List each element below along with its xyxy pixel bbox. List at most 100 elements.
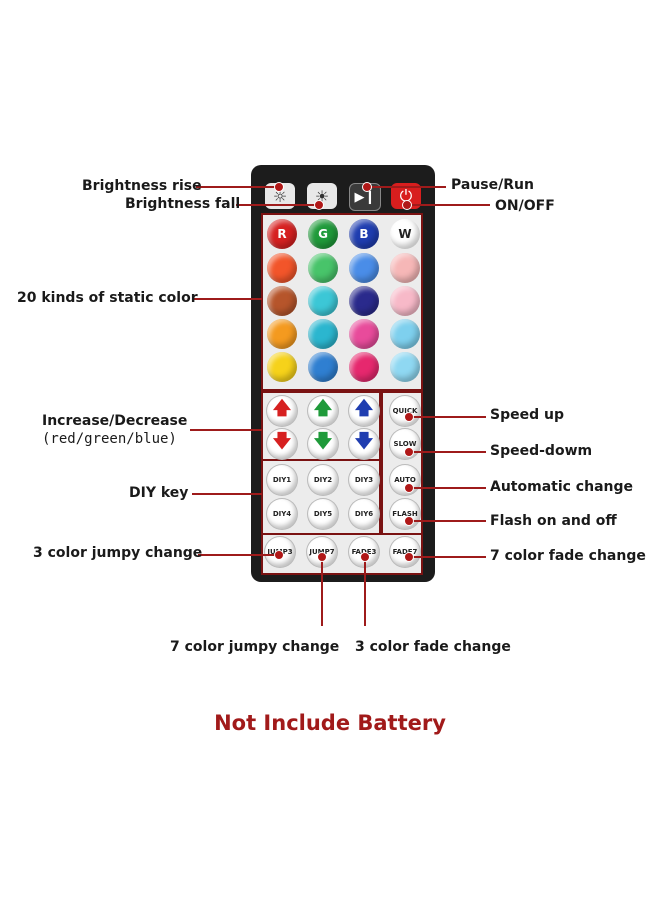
callout-dot — [404, 412, 414, 422]
color-button[interactable] — [267, 286, 297, 316]
rgb-label: (red/green/blue) — [42, 431, 177, 447]
callout-line — [196, 186, 278, 188]
red-up-button[interactable]: 🡅 — [267, 396, 297, 426]
arrow-up-icon: 🡅 — [354, 398, 374, 419]
callout-line — [198, 554, 278, 556]
diy2-label: DIY2 — [313, 476, 333, 484]
blue-button[interactable]: B — [349, 219, 379, 249]
red-down-button[interactable]: 🡇 — [267, 429, 297, 459]
flash-label: FLASH — [392, 510, 418, 518]
green-down-button[interactable]: 🡇 — [308, 429, 338, 459]
callout-dot — [404, 552, 414, 562]
color-button[interactable] — [390, 352, 420, 382]
auto-label: AUTO — [394, 476, 416, 484]
callout-dot — [360, 552, 370, 562]
diy-key-label: DIY key — [129, 485, 189, 501]
color-button[interactable] — [390, 319, 420, 349]
callout-dot — [274, 182, 284, 192]
brightness-rise-label: Brightness rise — [82, 178, 202, 194]
callout-line — [410, 520, 486, 522]
jumpy3-label: 3 color jumpy change — [33, 545, 203, 561]
callout-line — [364, 556, 366, 626]
play-pause-icon: ▶❙ — [354, 189, 376, 205]
color-button[interactable] — [267, 253, 297, 283]
callout-line — [321, 556, 323, 626]
color-button[interactable] — [390, 286, 420, 316]
increase-decrease-label: Increase/Decrease — [42, 413, 188, 429]
arrow-down-icon: 🡇 — [272, 431, 292, 452]
color-button[interactable] — [349, 286, 379, 316]
callout-line — [192, 493, 262, 495]
color-button[interactable] — [349, 319, 379, 349]
blue-up-button[interactable]: 🡅 — [349, 396, 379, 426]
fade7-label: FADE7 — [392, 548, 418, 556]
callout-dot — [404, 483, 414, 493]
callout-line — [410, 416, 486, 418]
color-button[interactable] — [267, 319, 297, 349]
diy3-label: DIY3 — [354, 476, 374, 484]
callout-dot — [402, 200, 412, 210]
slow-label: SLOW — [393, 440, 417, 448]
flash-label-callout: Flash on and off — [490, 513, 617, 529]
speed-up-label: Speed up — [490, 407, 564, 423]
arrow-down-icon: 🡇 — [313, 431, 333, 452]
battery-note: Not Include Battery — [214, 711, 446, 735]
color-button[interactable] — [349, 253, 379, 283]
static-color-label: 20 kinds of static color — [17, 290, 198, 306]
blue-down-button[interactable]: 🡇 — [349, 429, 379, 459]
slow-button[interactable]: SLOW — [390, 429, 420, 459]
color-button[interactable] — [308, 286, 338, 316]
callout-dot — [404, 516, 414, 526]
blue-label: B — [359, 227, 369, 241]
remote-control: ☼ ☀ ▶❙ ⏻ R G B W 🡅 🡅 🡅 🡇 🡇 � — [251, 165, 435, 582]
callout-dot — [317, 552, 327, 562]
color-button[interactable] — [349, 352, 379, 382]
callout-dot — [362, 182, 372, 192]
callout-dot — [274, 550, 284, 560]
diy1-button[interactable]: DIY1 — [267, 465, 297, 495]
diy6-label: DIY6 — [354, 510, 374, 518]
callout-line — [410, 487, 486, 489]
quick-button[interactable]: QUICK — [390, 396, 420, 426]
diy6-button[interactable]: DIY6 — [349, 499, 379, 529]
fade3-label-callout: 3 color fade change — [355, 639, 511, 655]
green-label: G — [318, 227, 328, 241]
callout-line — [366, 186, 446, 188]
white-label: W — [398, 227, 412, 241]
pause-run-label: Pause/Run — [451, 177, 534, 193]
diy5-button[interactable]: DIY5 — [308, 499, 338, 529]
diy4-label: DIY4 — [272, 510, 292, 518]
callout-line — [408, 204, 490, 206]
red-label: R — [277, 227, 287, 241]
diy2-button[interactable]: DIY2 — [308, 465, 338, 495]
color-button[interactable] — [308, 253, 338, 283]
arrow-up-icon: 🡅 — [313, 398, 333, 419]
green-button[interactable]: G — [308, 219, 338, 249]
green-up-button[interactable]: 🡅 — [308, 396, 338, 426]
diy3-button[interactable]: DIY3 — [349, 465, 379, 495]
color-button[interactable] — [308, 319, 338, 349]
quick-label: QUICK — [392, 407, 418, 415]
arrow-down-icon: 🡇 — [354, 431, 374, 452]
callout-dot — [404, 447, 414, 457]
callout-dot — [314, 200, 324, 210]
red-button[interactable]: R — [267, 219, 297, 249]
speed-down-label: Speed-dowm — [490, 443, 593, 459]
color-button[interactable] — [390, 253, 420, 283]
jumpy7-label: 7 color jumpy change — [170, 639, 340, 655]
diy5-label: DIY5 — [313, 510, 333, 518]
callout-line — [410, 556, 486, 558]
on-off-label: ON/OFF — [495, 198, 555, 214]
callout-line — [190, 429, 262, 431]
brightness-fall-label: Brightness fall — [125, 196, 241, 212]
arrow-up-icon: 🡅 — [272, 398, 292, 419]
fade7-label-callout: 7 color fade change — [490, 548, 646, 564]
white-button[interactable]: W — [390, 219, 420, 249]
callout-line — [236, 204, 320, 206]
diy4-button[interactable]: DIY4 — [267, 499, 297, 529]
color-button[interactable] — [267, 352, 297, 382]
diy1-label: DIY1 — [272, 476, 292, 484]
color-button[interactable] — [308, 352, 338, 382]
callout-line — [410, 451, 486, 453]
